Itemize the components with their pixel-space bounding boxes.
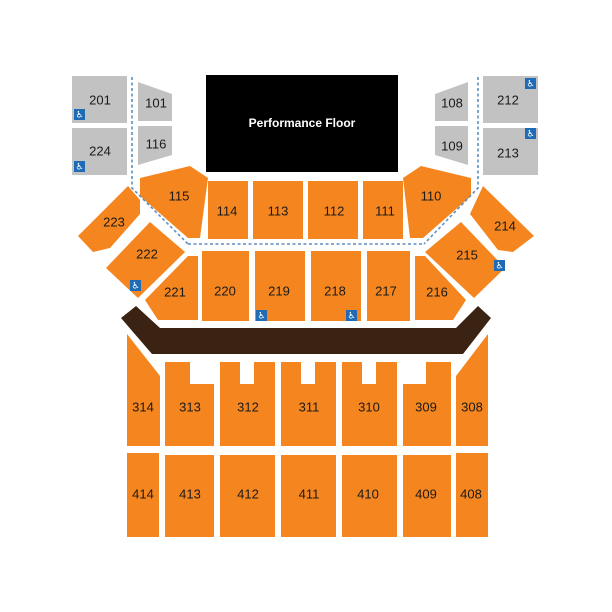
section-111-label: 111 [375, 203, 395, 218]
section-216[interactable]: 216 [415, 256, 466, 320]
wheelchair-icon: ♿ [74, 161, 85, 173]
wheelchair-icon: ♿ [130, 280, 141, 292]
section-309-label: 309 [415, 399, 437, 414]
section-410[interactable]: 410 [342, 455, 397, 537]
section-413-label: 413 [179, 486, 201, 501]
section-310-label: 310 [358, 399, 380, 414]
section-414[interactable]: 414 [127, 453, 159, 537]
section-114[interactable]: 114 [208, 181, 248, 239]
wheelchair-icon: ♿ [256, 310, 267, 322]
section-313[interactable]: 313 [165, 362, 214, 446]
svg-text:♿: ♿ [131, 282, 139, 292]
svg-text:♿: ♿ [75, 163, 83, 173]
svg-text:♿: ♿ [495, 262, 503, 272]
section-412-label: 412 [237, 486, 259, 501]
section-110[interactable]: 110 [403, 166, 471, 238]
section-217[interactable]: 217 [367, 251, 410, 321]
section-308-label: 308 [461, 399, 483, 414]
wheelchair-icon: ♿ [74, 109, 85, 121]
section-314[interactable]: 314 [127, 334, 160, 446]
section-309[interactable]: 309 [403, 362, 451, 446]
section-112-label: 112 [324, 203, 345, 218]
svg-text:♿: ♿ [257, 312, 265, 322]
section-223-label: 223 [103, 214, 125, 229]
section-220-label: 220 [214, 283, 236, 298]
section-311[interactable]: 311 [281, 362, 336, 446]
section-110-label: 110 [421, 188, 442, 203]
section-409-label: 409 [415, 486, 437, 501]
section-214-label: 214 [494, 218, 516, 233]
wheelchair-icon: ♿ [525, 78, 536, 90]
section-109-label: 109 [441, 138, 463, 153]
section-217-label: 217 [375, 283, 397, 298]
section-221-label: 221 [164, 284, 186, 299]
svg-text:♿: ♿ [526, 130, 534, 140]
section-215-label: 215 [456, 247, 478, 262]
section-310[interactable]: 310 [342, 362, 397, 446]
section-116-label: 116 [146, 136, 167, 151]
section-115-label: 115 [169, 188, 190, 203]
section-408-label: 408 [460, 486, 482, 501]
section-410-label: 410 [357, 486, 379, 501]
section-113[interactable]: 113 [253, 181, 303, 239]
section-109[interactable]: 109 [435, 126, 468, 165]
svg-text:♿: ♿ [347, 312, 355, 322]
wheelchair-icon: ♿ [346, 310, 357, 322]
section-411-label: 411 [299, 486, 320, 501]
wheelchair-icon: ♿ [525, 128, 536, 140]
section-113-label: 113 [268, 203, 289, 218]
section-101-label: 101 [145, 95, 167, 110]
section-221[interactable]: 221 [145, 256, 198, 320]
wheelchair-icon: ♿ [494, 260, 505, 272]
section-215[interactable]: 215 [425, 222, 505, 298]
section-201-label: 201 [89, 92, 111, 107]
section-312[interactable]: 312 [220, 362, 275, 446]
section-214[interactable]: 214 [470, 186, 534, 252]
svg-text:♿: ♿ [526, 80, 534, 90]
section-414-label: 414 [132, 486, 154, 501]
section-413[interactable]: 413 [165, 455, 214, 537]
section-223[interactable]: 223 [78, 186, 140, 252]
section-222-label: 222 [136, 246, 158, 261]
section-114-label: 114 [217, 203, 238, 218]
section-212-label: 212 [497, 92, 519, 107]
aisle-right [423, 77, 479, 245]
section-412[interactable]: 412 [220, 455, 275, 537]
section-108[interactable]: 108 [435, 82, 468, 121]
section-115[interactable]: 115 [140, 166, 208, 238]
section-313-label: 313 [179, 399, 201, 414]
section-312-label: 312 [237, 399, 259, 414]
svg-text:♿: ♿ [75, 111, 83, 121]
performance-floor-label: Performance Floor [249, 116, 356, 130]
section-108-label: 108 [441, 95, 463, 110]
section-314-label: 314 [132, 399, 154, 414]
section-219[interactable]: 219 [255, 251, 305, 321]
performance-floor[interactable]: Performance Floor [206, 75, 398, 172]
section-213-label: 213 [497, 145, 519, 160]
section-409[interactable]: 409 [403, 455, 451, 537]
section-311-label: 311 [299, 399, 320, 414]
section-219-label: 219 [268, 283, 290, 298]
section-112[interactable]: 112 [308, 181, 358, 239]
section-222[interactable]: 222 [106, 222, 185, 298]
section-216-label: 216 [426, 284, 448, 299]
section-101[interactable]: 101 [138, 82, 172, 121]
concourse-walkway [121, 306, 491, 354]
aisle-left [131, 77, 189, 245]
section-220[interactable]: 220 [202, 251, 249, 321]
section-411[interactable]: 411 [281, 455, 336, 537]
section-224-label: 224 [89, 143, 111, 158]
section-111[interactable]: 111 [363, 181, 403, 239]
section-218[interactable]: 218 [311, 251, 361, 321]
section-116[interactable]: 116 [138, 126, 172, 165]
section-218-label: 218 [324, 283, 346, 298]
section-308[interactable]: 308 [456, 334, 488, 446]
section-408[interactable]: 408 [456, 453, 488, 537]
